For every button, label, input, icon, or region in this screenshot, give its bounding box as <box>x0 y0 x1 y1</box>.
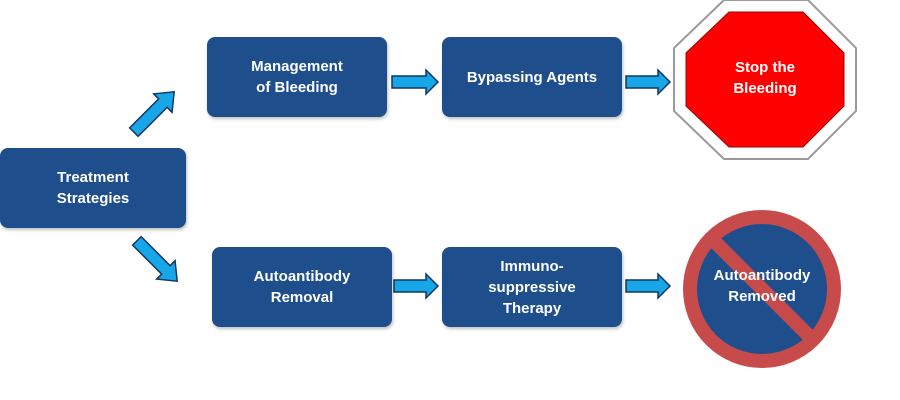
bypassing-agents-label: Bypassing Agents <box>466 68 598 86</box>
arrow-immuno-to-removed <box>625 272 672 300</box>
stop-the-bleeding-label: Stop the Bleeding <box>694 57 836 99</box>
autoantibody-removed-label: Autoantibody Removed <box>692 265 832 307</box>
management-of-bleeding-line1: Management <box>251 58 343 75</box>
immunosuppressive-therapy-box: Immuno- suppressive Therapy <box>442 247 622 327</box>
treatment-strategies-line1: Treatment <box>57 169 129 186</box>
stop-sign-icon <box>673 0 857 160</box>
bypassing-agents-box: Bypassing Agents <box>442 37 622 117</box>
management-of-bleeding-box: Management of Bleeding <box>207 37 387 117</box>
prohibition-sign-icon <box>683 210 841 368</box>
autoantibody-removed-line2: Removed <box>728 288 796 305</box>
arrow-management-to-bypassing <box>391 68 440 96</box>
treatment-strategies-box: Treatment Strategies <box>0 148 186 228</box>
management-of-bleeding-line2: of Bleeding <box>256 79 338 96</box>
autoantibody-removal-line2: Removal <box>270 289 334 306</box>
immunosuppressive-line3: Therapy <box>502 299 562 317</box>
arrow-treatment-to-autoantibody-removal <box>131 235 179 283</box>
autoantibody-removal-line1: Autoantibody <box>253 268 351 285</box>
arrow-bypassing-to-stop <box>625 68 672 96</box>
arrow-treatment-to-management <box>128 90 176 138</box>
autoantibody-removal-box: Autoantibody Removal <box>212 247 392 327</box>
arrow-autoantibody-removal-to-immuno <box>393 272 440 300</box>
autoantibody-removed-line1: Autoantibody <box>713 267 811 284</box>
immunosuppressive-line1: Immuno- <box>500 257 564 275</box>
immunosuppressive-line2: suppressive <box>488 278 576 296</box>
treatment-strategies-line2: Strategies <box>56 190 130 207</box>
stop-the-bleeding-line1: Stop the <box>735 59 795 76</box>
stop-the-bleeding-line2: Bleeding <box>733 80 797 97</box>
